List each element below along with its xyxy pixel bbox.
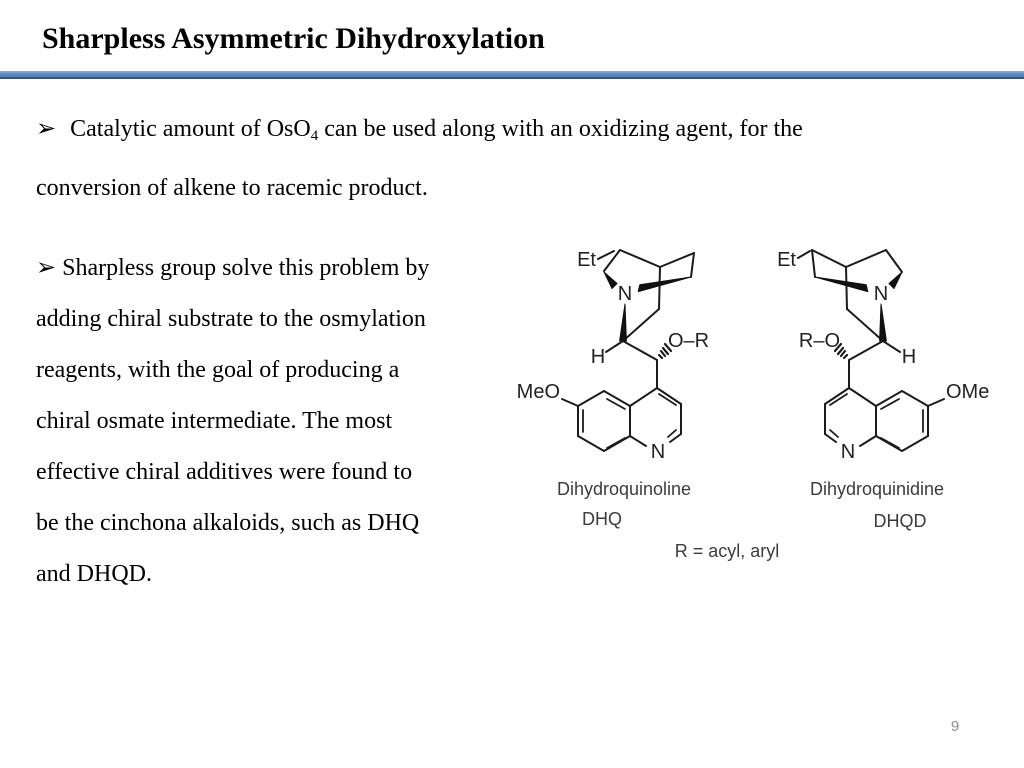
title-divider-rule bbox=[0, 71, 1024, 79]
molecule-dhqd-structure: Et N H R–O OMe N bbox=[777, 249, 989, 463]
bullet-arrow-icon: ➢ bbox=[36, 255, 57, 281]
dhq-quinoline-n-label: N bbox=[651, 441, 665, 463]
bullet-paragraph-2: ➢Sharpless group solve this problem by a… bbox=[36, 243, 526, 600]
bullet-2-line-2: adding chiral substrate to the osmylatio… bbox=[36, 306, 426, 332]
molecule-dhq-structure: Et N H O–R MeO N bbox=[517, 249, 709, 463]
bullet-2-line-7: and DHQD. bbox=[36, 561, 152, 587]
caption-dihydroquinoline: Dihydroquinoline bbox=[556, 479, 692, 499]
bullet-1-line-1: ➢ Catalytic amount of OsO4 can be used al… bbox=[36, 103, 986, 162]
slide-title: Sharpless Asymmetric Dihydroxylation bbox=[42, 22, 545, 55]
dhq-ether-or-label: O–R bbox=[668, 330, 709, 352]
bullet-2-line-6: be the cinchona alkaloids, such as DHQ bbox=[36, 510, 420, 536]
dhqd-ethyl-label: Et bbox=[777, 249, 796, 271]
dhqd-ether-ro-label: R–O bbox=[799, 330, 840, 352]
dhqd-quinoline-n-label: N bbox=[841, 441, 855, 463]
bullet-2-line-3: reagents, with the goal of producing a bbox=[36, 357, 400, 383]
bullet-2-text: Sharpless group solve this problem by bbox=[62, 255, 430, 281]
dhq-stereo-h-label: H bbox=[591, 346, 605, 368]
dhq-methoxy-label: MeO bbox=[517, 381, 560, 403]
caption-r-definition: R = acyl, aryl bbox=[674, 541, 780, 561]
bullet-2-line-5: effective chiral additives were found to bbox=[36, 459, 413, 485]
bullet-paragraph-1: ➢ Catalytic amount of OsO4 can be used al… bbox=[36, 103, 986, 214]
dhqd-quinuclidine-n-label: N bbox=[874, 283, 888, 305]
bullet-1-text-post: can be used along with an oxidizing agen… bbox=[318, 116, 803, 142]
caption-dihydroquinidine: Dihydroquinidine bbox=[809, 479, 945, 499]
bullet-arrow-icon: ➢ bbox=[36, 116, 57, 142]
caption-dhq: DHQ bbox=[582, 509, 622, 529]
bullet-1-text-pre: Catalytic amount of OsO bbox=[70, 116, 311, 142]
dhqd-methoxy-label: OMe bbox=[946, 381, 989, 403]
dhq-ethyl-label: Et bbox=[577, 249, 596, 271]
dhq-quinuclidine-n-label: N bbox=[618, 283, 632, 305]
dhqd-stereo-h-label: H bbox=[902, 346, 916, 368]
caption-dhqd: DHQD bbox=[873, 511, 927, 531]
page-number: 9 bbox=[950, 718, 960, 735]
bullet-2-line-4: chiral osmate intermediate. The most bbox=[36, 408, 393, 434]
bullet-1-line-2: conversion of alkene to racemic product. bbox=[36, 175, 428, 201]
oso4-subscript: 4 bbox=[310, 128, 319, 144]
bullet-2-line-1: ➢Sharpless group solve this problem by bbox=[36, 243, 526, 294]
chemical-structure-figure: Et N H O–R MeO N bbox=[517, 249, 989, 463]
